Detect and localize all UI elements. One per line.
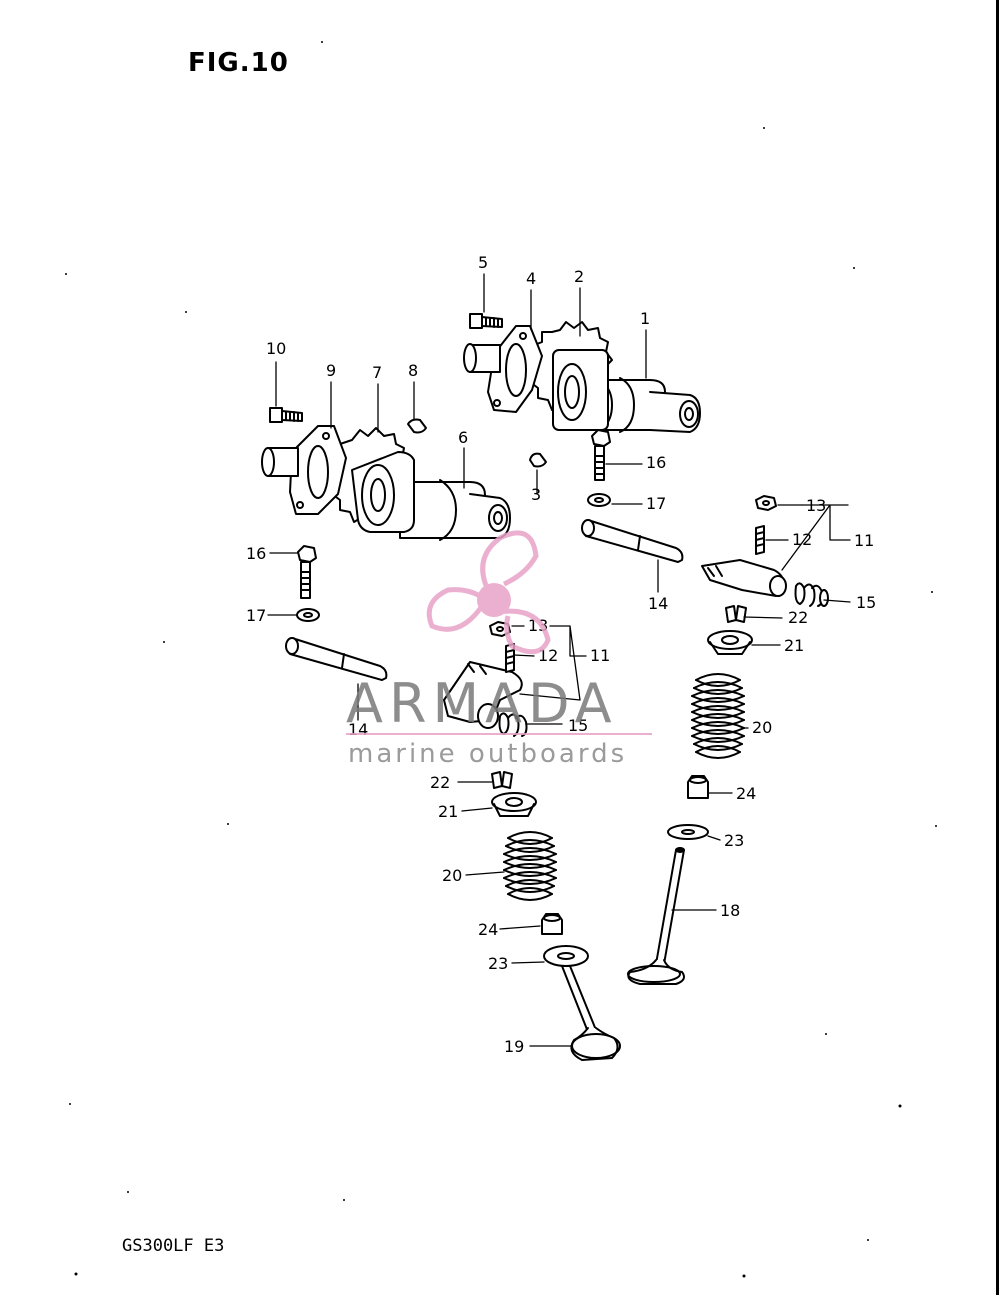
watermark-tagline: marine outboards [348, 739, 627, 769]
callout-22-right: 22 [788, 608, 808, 627]
callout-7: 7 [372, 363, 382, 382]
callout-21-left: 21 [438, 802, 458, 821]
washer-17-left [296, 608, 320, 622]
callout-16-right: 16 [646, 453, 666, 472]
callout-24-left: 24 [478, 920, 498, 939]
propeller-hub-icon [477, 583, 511, 617]
callout-11-left: 11 [590, 646, 610, 665]
figure-title: FIG.10 [188, 48, 289, 78]
valve-19-intake [561, 965, 621, 1061]
spring-15-left [498, 712, 528, 737]
bolt-16-right [591, 429, 611, 481]
rocker-arm-left [443, 661, 523, 729]
pin-3 [529, 452, 547, 468]
bolt-10 [269, 407, 303, 423]
callout-14-right: 14 [648, 594, 668, 613]
leader-lines [267, 273, 851, 1047]
model-code: GS300LF E3 [122, 1236, 225, 1256]
spring-15-right [794, 582, 829, 607]
rocker-arm-right [701, 559, 787, 597]
spring-20-left [503, 831, 557, 901]
bolt-5 [469, 313, 503, 329]
rocker-shaft-14-left [285, 637, 388, 681]
callout-15-left: 15 [568, 716, 588, 735]
seat-23-left [543, 945, 589, 967]
callout-21-right: 21 [784, 636, 804, 655]
washer-17-right [587, 493, 611, 507]
scan-specks [65, 41, 937, 1278]
callout-12-right: 12 [792, 530, 812, 549]
callout-17-left: 17 [246, 606, 266, 625]
sprocket-flange-upper [463, 325, 543, 413]
watermark: ARMADA marine outboards [346, 530, 652, 769]
pin-8 [407, 418, 427, 434]
callout-13-right: 13 [806, 496, 826, 515]
callout-4: 4 [526, 269, 536, 288]
cotter-22-left [491, 771, 513, 789]
nut-13-right [755, 495, 777, 511]
cotter-22-right [725, 605, 747, 623]
callout-22-left: 22 [430, 773, 450, 792]
callout-18: 18 [720, 901, 740, 920]
seat-23-right [667, 824, 709, 840]
callout-20-left: 20 [442, 866, 462, 885]
callout-23-left: 23 [488, 954, 508, 973]
callout-17-right: 17 [646, 494, 666, 513]
propeller-logo [426, 530, 551, 655]
callout-11-right: 11 [854, 531, 874, 550]
callout-10: 10 [266, 339, 286, 358]
camshaft-lower [399, 479, 511, 541]
page-border-right [996, 0, 999, 1295]
callout-15-right: 15 [856, 593, 876, 612]
retainer-21-left [491, 792, 537, 817]
callout-20-right: 20 [752, 718, 772, 737]
callout-5: 5 [478, 253, 488, 272]
retainer-21-right [707, 630, 753, 655]
callout-8: 8 [408, 361, 418, 380]
callout-6: 6 [458, 428, 468, 447]
seal-24-left [541, 913, 563, 935]
callout-23-right: 23 [724, 831, 744, 850]
rocker-shaft-14-right [581, 519, 684, 563]
callout-19: 19 [504, 1037, 524, 1056]
callout-2: 2 [574, 267, 584, 286]
callout-9: 9 [326, 361, 336, 380]
bolt-16-left [297, 545, 317, 599]
seal-24-right [687, 775, 709, 799]
callout-1: 1 [640, 309, 650, 328]
valve-18-exhaust [627, 847, 685, 985]
adjuster-screw-12-right [755, 525, 765, 555]
cam-sprocket-lower [327, 427, 415, 533]
callout-16-left: 16 [246, 544, 266, 563]
callout-24-right: 24 [736, 784, 756, 803]
sprocket-flange-lower [261, 425, 347, 515]
cam-sprocket-upper [527, 321, 613, 431]
callout-3: 3 [531, 485, 541, 504]
watermark-brand: ARMADA [346, 672, 618, 735]
spring-20-right [691, 673, 745, 759]
